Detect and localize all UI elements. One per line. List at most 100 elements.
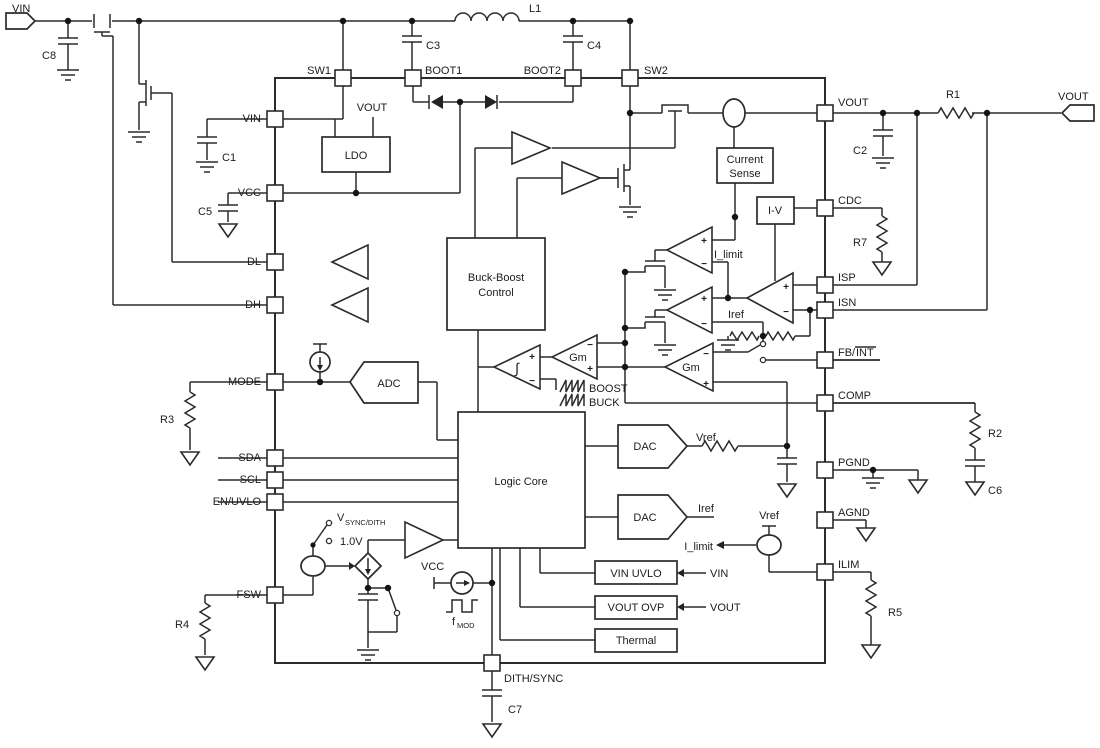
signal-label-vin-monitor: VIN (710, 568, 728, 580)
sign-gm2-plus: + (703, 379, 709, 390)
pin-label-boot1: BOOT1 (425, 65, 462, 77)
signal-label-gm2: Gm (682, 362, 700, 374)
vout-tag-label: VOUT (1058, 91, 1089, 103)
vcc-fmod-source-icon (450, 571, 474, 595)
signal-label-fmod-f: f (452, 616, 456, 628)
gm-amp2-icon (663, 341, 714, 393)
block-label-ldo: LDO (345, 150, 368, 162)
component-label-c5: C5 (198, 206, 212, 218)
signal-label-ldo-vout: VOUT (357, 102, 388, 114)
component-label-c8: C8 (42, 50, 56, 62)
pin-label-dh: DH (245, 299, 261, 311)
sign-gm2-minus: − (703, 349, 709, 360)
sync-buffer-icon (404, 520, 445, 560)
signal-label-vsync-sub: SYNC/DITH (345, 518, 385, 527)
ground-icons (57, 69, 894, 661)
logic-core-block (457, 411, 586, 549)
vin-tag-label: VIN (12, 3, 30, 15)
vin-tag (5, 12, 37, 30)
pin-label-en-uvlo: EN/UVLO (213, 496, 262, 508)
block-label-logic-core: Logic Core (494, 476, 547, 488)
component-label-c3: C3 (426, 40, 440, 52)
block-label-adc: ADC (377, 378, 400, 390)
dither-switch-contact (393, 609, 401, 617)
signal-label-vsync-v: V (337, 512, 345, 524)
pin-label-isn: ISN (838, 297, 856, 309)
current-sense-block (716, 147, 774, 184)
vin-uvlo-block (594, 560, 678, 585)
current-sense-amp-icon (745, 271, 794, 325)
signal-label-vcc: VCC (421, 561, 444, 573)
pin-label-sw2: SW2 (644, 65, 668, 77)
pin-label-ilim: ILIM (838, 559, 859, 571)
sync-dith-switch (310, 519, 333, 548)
gate-driver1-icon (511, 130, 553, 166)
component-label-r1: R1 (946, 89, 960, 101)
dither-current-source-icon (349, 551, 383, 581)
iv-block (756, 196, 795, 225)
fsw-sense-source-icon (300, 555, 326, 577)
dh-driver-icon (330, 286, 369, 324)
pin-label-sda: SDA (238, 452, 261, 464)
component-label-c1: C1 (222, 152, 236, 164)
block-label-sense: Sense (729, 168, 760, 180)
block-label-iv: I-V (768, 205, 783, 217)
signal-label-vref-dac: Vref (696, 432, 717, 444)
component-label-c6: C6 (988, 485, 1002, 497)
sign-pwm-minus: − (529, 376, 535, 387)
signal-label-iref-dac: Iref (698, 503, 715, 515)
gm-amp1-icon (550, 333, 598, 381)
pwm-integral-glyph: ∫ (514, 360, 520, 376)
signal-label-ilimit-source: I_limit (684, 541, 713, 553)
adc-block (348, 361, 419, 404)
thermal-block (594, 628, 678, 653)
component-label-c7: C7 (508, 704, 522, 716)
sign-gm1-plus: + (587, 364, 593, 375)
block-label-buck-boost: Buck-Boost (468, 272, 524, 284)
fb-select-switch (759, 340, 767, 364)
component-label-r2: R2 (988, 428, 1002, 440)
dac-vref-block (617, 424, 689, 469)
block-label-control: Control (478, 287, 513, 299)
component-label-c4: C4 (587, 40, 601, 52)
gate-driver2-icon (561, 160, 603, 196)
pwm-comparator-icon (492, 343, 541, 391)
monitor-arrow-icons (677, 569, 684, 611)
pin-label-vout: VOUT (838, 97, 869, 109)
vref-ilimit-source-icon (716, 534, 782, 556)
component-label-r7: R7 (853, 237, 867, 249)
pin-label-comp: COMP (838, 390, 871, 402)
pin-label-agnd: AGND (838, 507, 870, 519)
pin-label-mode: MODE (228, 376, 261, 388)
sign-pwm-plus: + (529, 352, 535, 363)
pin-label-scl: SCL (240, 474, 261, 486)
pin-label-pgnd: PGND (838, 457, 870, 469)
signal-label-vref-source: Vref (759, 510, 780, 522)
signal-label-fmod-sub: MOD (457, 621, 475, 630)
component-label-c2: C2 (853, 145, 867, 157)
ldo-block (321, 136, 391, 173)
iref-comparator-icon (665, 285, 713, 335)
sign-iref-minus: − (701, 319, 707, 330)
signal-label-boost: BOOST (589, 383, 628, 395)
component-label-l1: L1 (529, 3, 541, 15)
pin-label-isp: ISP (838, 272, 856, 284)
block-label-vin-uvlo: VIN UVLO (610, 568, 662, 580)
signal-label-vout-monitor: VOUT (710, 602, 741, 614)
boot-diode-icons (428, 95, 498, 109)
ground-arrow-icons (179, 223, 986, 739)
capacitor-icons (58, 35, 985, 697)
inductor-icon (454, 12, 520, 22)
sign-csamp-plus: + (783, 282, 789, 293)
sign-gm1-minus: − (587, 340, 593, 351)
sign-ilimit-plus: + (701, 236, 707, 247)
signal-label-ilimit-comp: I_limit (714, 249, 743, 261)
pin-label-sw1: SW1 (307, 65, 331, 77)
output-current-sensor-icon (722, 98, 746, 128)
dac-iref-block (617, 494, 689, 540)
block-label-dac2: DAC (633, 512, 656, 524)
signal-label-iref-comp: Iref (728, 309, 745, 321)
pin-label-fb: FB/ (838, 347, 856, 359)
